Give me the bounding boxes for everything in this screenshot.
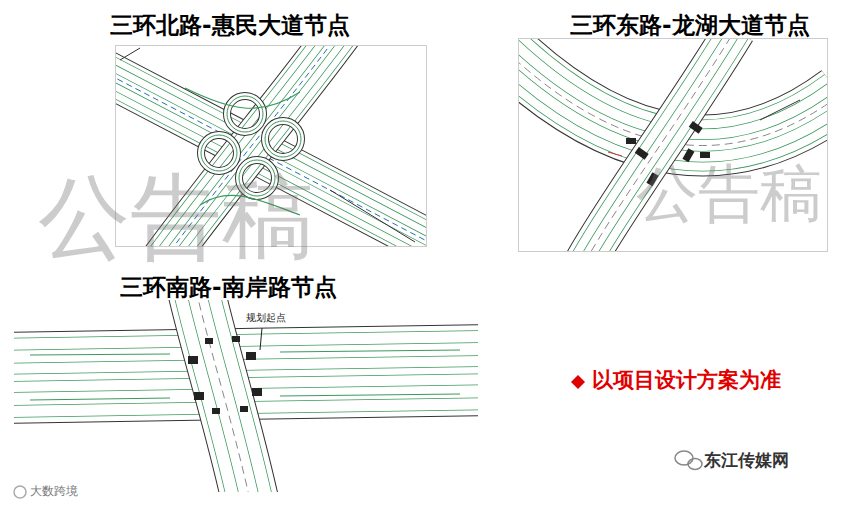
watermark: 公告稿 [38, 165, 314, 271]
section-title: 三环南路-南岸路节点 [120, 274, 337, 300]
intersection-drawing [518, 38, 828, 252]
source-logo-text: 东江传媒网 [704, 451, 789, 471]
drawing-label: 规划起点 [244, 312, 288, 324]
note-text: 以项目设计方案为准 [592, 368, 781, 392]
wechat-icon [675, 451, 702, 470]
bullet-diamond [571, 375, 585, 389]
logo-mark [14, 486, 26, 498]
section-title: 三环东路-龙湖大道节点 [570, 12, 810, 38]
section-title: 三环北路-惠民大道节点 [110, 12, 350, 38]
crossroads-drawing [14, 300, 478, 492]
leader-line [260, 328, 262, 350]
watermark: 公告稿 [636, 158, 822, 229]
panel-frame [519, 39, 828, 252]
watermark-logo-text: 大数跨境 [30, 485, 78, 499]
